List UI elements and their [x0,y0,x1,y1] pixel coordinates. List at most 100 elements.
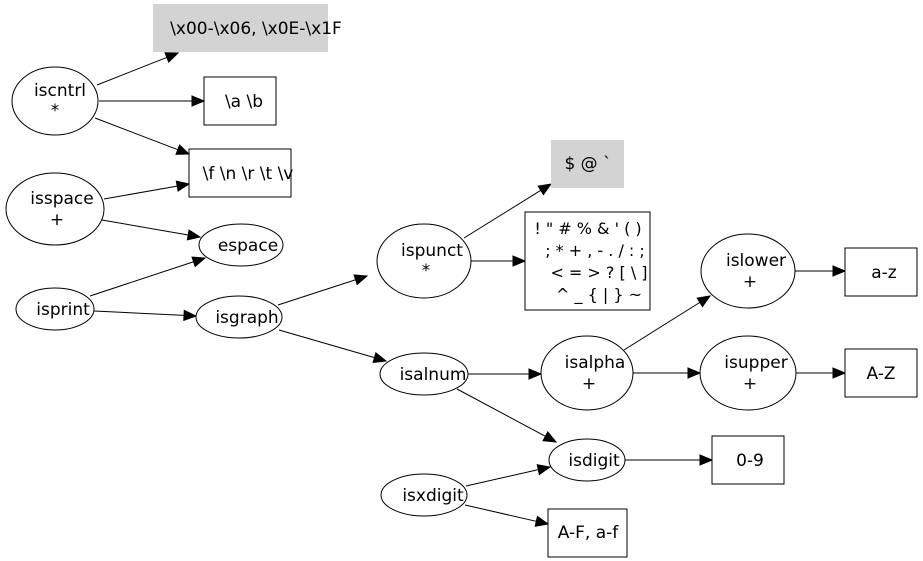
edge-line [277,279,356,306]
edge-line [103,185,178,200]
node-isdigit: isdigit [548,438,626,482]
arrowhead [536,464,552,476]
edge-isgraph-to-isalnum [278,329,388,364]
box-ctrl-ranges: \x00-\x06, \x0E-\x1F [153,4,342,52]
edge-isspace-to-espace [101,219,202,241]
arrowhead [372,351,388,364]
edge-isxdigit-to-isdigit [465,464,552,487]
edge-isgraph-to-ispunct [277,274,369,306]
edge-line [89,261,194,297]
box-space-chars-label: \f \n \r \t \v [203,164,294,184]
box-hex-letters: A-F, a-f [547,508,628,558]
node-islower-name: islower [726,251,786,271]
box-punct-extra: $ @ ` [551,140,624,188]
node-ispunct-sym: * [422,261,431,281]
edge-line [93,310,185,316]
edge-iscntrl-to-ctrl-ranges [96,52,180,86]
box-lower-range: a-z [844,247,918,297]
edge-ispunct-to-punct-chars [471,255,527,267]
node-isalpha: isalpha + [540,335,634,411]
arrowhead [175,180,191,192]
arrowhead [186,229,202,241]
node-isgraph-name: isgraph [215,308,278,328]
box-upper-range-label: A-Z [866,364,895,384]
node-isupper-sym: + [743,374,757,394]
box-hex-letters-label: A-F, a-f [558,523,620,543]
node-isalnum-name: isalnum [400,365,467,385]
node-espace-name: espace [218,236,278,256]
node-isgraph: isgraph [195,295,283,339]
edge-isupper-to-upper-range [796,367,847,379]
arrowhead [699,454,714,466]
node-ispunct: ispunct * [376,223,472,299]
box-ctrl-ab-label: \a \b [225,92,263,112]
edge-line [463,189,542,239]
box-punct-chars: ! " # % & ' ( ) ; * + , - . / : ; < = > … [524,211,651,311]
arrowhead [528,368,543,380]
box-punct-line2: ; * + , - . / : ; [545,241,645,260]
arrowhead [832,265,847,277]
arrowhead [534,515,550,527]
edge-line [101,219,189,236]
box-digit-range: 0-9 [711,435,785,485]
node-islower-sym: + [743,272,757,292]
box-punct-line1: ! " # % & ' ( ) [534,219,641,238]
arrowhead [191,256,207,268]
edge-isspace-to-space-chars [103,180,191,200]
node-iscntrl-sym: * [51,101,60,121]
edge-isprint-to-isgraph [93,309,198,322]
box-punct-extra-label: $ @ ` [564,154,611,174]
edge-isalnum-to-isalpha [468,368,543,380]
box-lower-range-label: a-z [871,263,897,283]
arrowhead [512,255,527,267]
node-ispunct-name: ispunct [401,241,463,261]
node-iscntrl: iscntrl * [11,66,99,136]
edge-ispunct-to-punct-extra [463,183,553,239]
arrowhead [687,367,702,379]
arrowhead [696,295,712,308]
node-isupper-name: isupper [724,353,787,373]
node-isspace-sym: + [50,210,64,230]
edge-line [94,117,178,151]
node-isdigit-name: isdigit [568,451,620,471]
node-isalnum: isalnum [379,352,469,396]
edge-line [456,388,546,437]
box-upper-range: A-Z [844,348,918,398]
node-islower: islower + [700,233,796,309]
arrowhead [191,95,206,107]
node-iscntrl-name: iscntrl [34,81,86,101]
node-isprint: isprint [15,287,95,331]
node-isspace-name: isspace [30,189,93,209]
edge-isalpha-to-islower [623,295,712,351]
arrowhead [832,367,847,379]
box-digit-range-label: 0-9 [736,451,764,471]
node-isspace: isspace + [5,172,105,246]
edge-line [278,329,375,359]
node-isxdigit: isxdigit [380,473,468,517]
box-space-chars: \f \n \r \t \v [188,148,294,198]
box-punct-line4: ^ _ { | } ~ [556,285,642,305]
edge-isalpha-to-isupper [633,367,702,379]
node-espace: espace [198,223,284,267]
arrowhead [164,52,180,63]
edge-line [465,469,539,487]
edge-islower-to-lower-range [795,265,847,277]
node-isalpha-sym: + [582,374,596,394]
node-isalpha-name: isalpha [565,353,626,373]
edge-isdigit-to-digit-range [625,454,714,466]
arrowhead [542,431,558,443]
arrowhead [353,274,369,286]
node-isprint-name: isprint [36,300,90,320]
edge-isalnum-to-isdigit [456,388,558,443]
arrowhead [175,144,191,155]
edge-line [464,504,537,522]
edge-isprint-to-espace [89,256,207,297]
edge-line [623,301,701,351]
box-ctrl-ranges-label: \x00-\x06, \x0E-\x1F [170,19,342,39]
node-isxdigit-name: isxdigit [402,486,464,506]
arrowhead [537,183,553,196]
edge-isxdigit-to-hex-letters [464,504,550,527]
edge-line [96,56,168,86]
edge-layer [89,52,847,527]
